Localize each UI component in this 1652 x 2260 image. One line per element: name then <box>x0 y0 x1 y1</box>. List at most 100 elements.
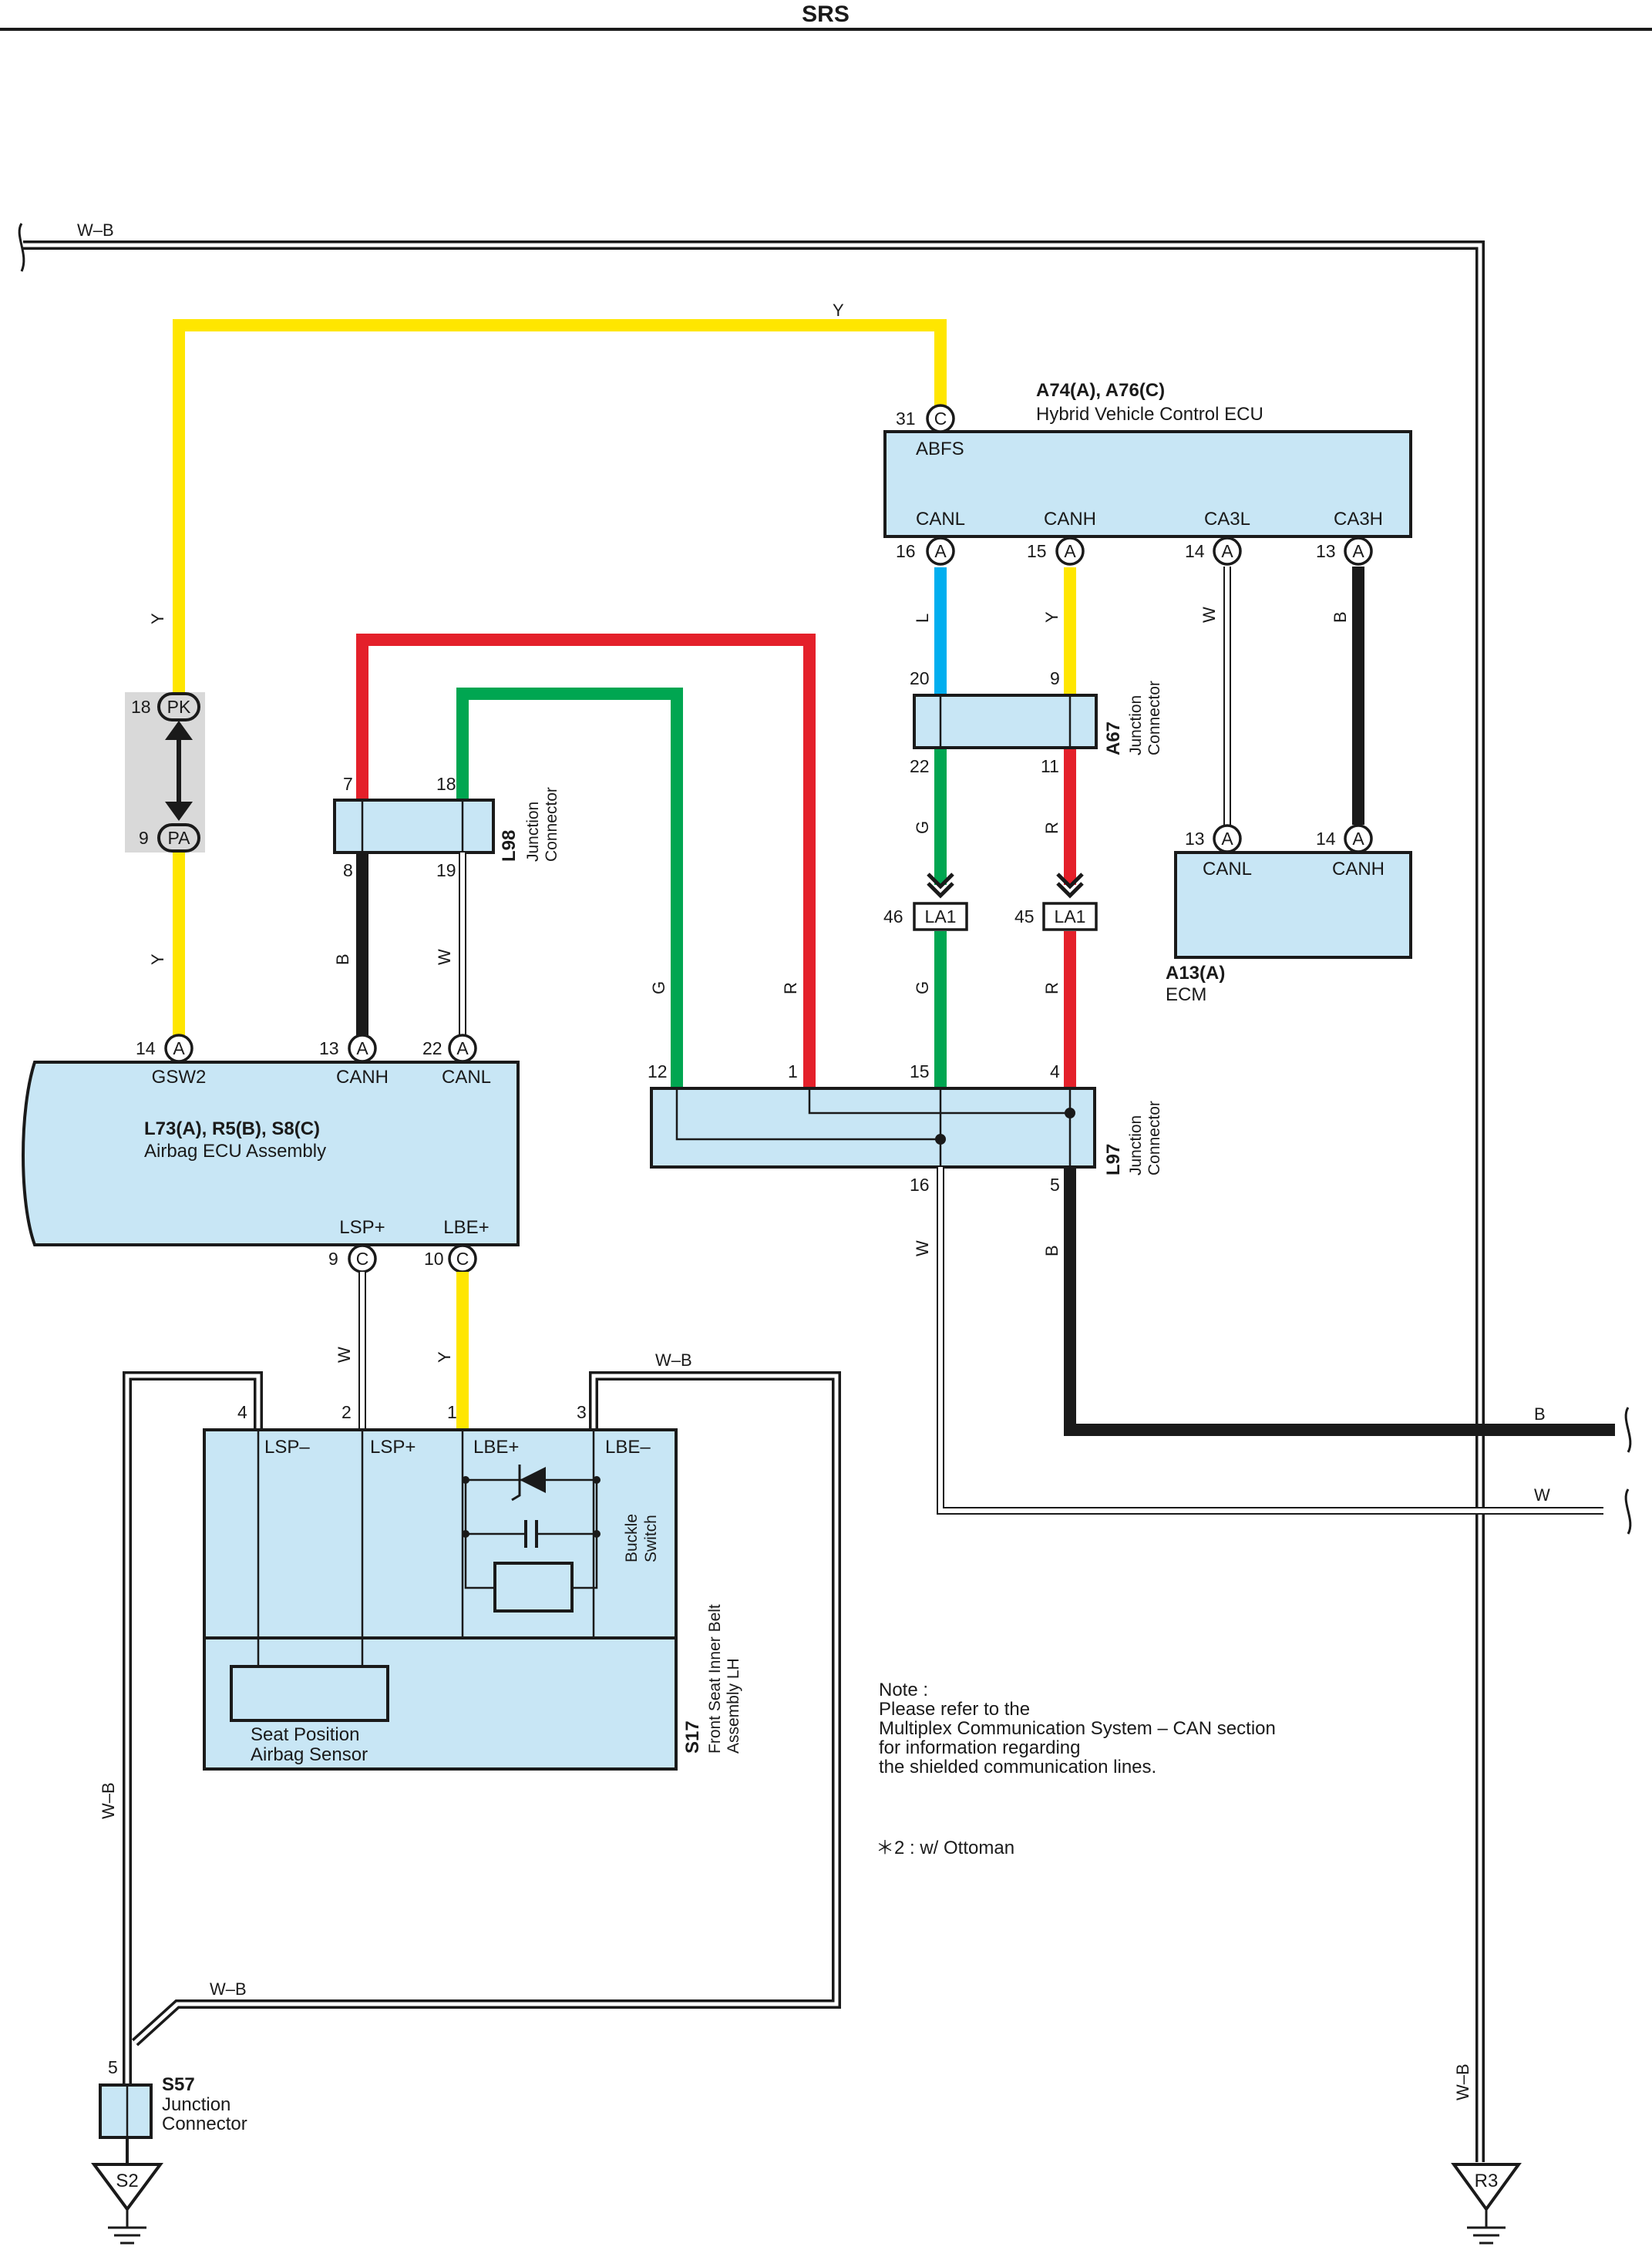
l98-line1: Junction <box>524 802 542 862</box>
zener-diode-icon <box>520 1467 546 1493</box>
belt-lbe-plus: LBE+ <box>473 1437 519 1458</box>
a67-pin9: 9 <box>1050 668 1060 688</box>
belt-line1: Front Seat Inner Belt <box>706 1604 724 1754</box>
hv-ecu-ca3h: CA3H <box>1334 509 1383 530</box>
a67-pin11: 11 <box>1041 756 1059 776</box>
sensor-line2: Airbag Sensor <box>251 1744 368 1765</box>
note-line-4: the shielded communication lines. <box>879 1757 1156 1777</box>
ground-s2-icon <box>91 2137 163 2245</box>
r-la1-label: R <box>1042 982 1062 994</box>
g-mid-label: G <box>649 981 668 994</box>
note-line-3: for information regarding <box>879 1737 1080 1758</box>
belt-lsp-minus: LSP– <box>264 1437 310 1458</box>
hv-ecu-ref: A74(A), A76(C) <box>1036 380 1165 401</box>
s57-line2: Connector <box>162 2114 247 2134</box>
belt-pin4: 4 <box>237 1402 247 1422</box>
ecm-canl-conn: A <box>1221 829 1233 849</box>
la1-right-label: LA1 <box>1055 906 1086 927</box>
airbag-pin14-conn: A <box>173 1038 185 1058</box>
belt-ref: S17 <box>682 1720 703 1754</box>
b-out-label: B <box>1534 1404 1546 1424</box>
airbag-pin10-conn: C <box>456 1249 469 1269</box>
hv-ecu-canh: CANH <box>1044 509 1096 530</box>
l98-pin19: 19 <box>436 860 456 880</box>
belt-lsp-plus: LSP+ <box>370 1437 416 1458</box>
airbag-pin9-conn: C <box>356 1249 369 1269</box>
hv-ecu-pins <box>926 404 1373 566</box>
ecm-pin13: 13 <box>1185 829 1205 849</box>
belt-pin3: 3 <box>577 1402 587 1422</box>
hv-pin16: 16 <box>896 541 916 561</box>
r-mid-label: R <box>781 982 800 994</box>
l97-line1: Junction <box>1127 1115 1145 1175</box>
ecm-canh: CANH <box>1332 859 1385 879</box>
l97-pin4: 4 <box>1050 1061 1060 1081</box>
w-out-vert-label: W <box>913 1240 932 1256</box>
wb-left-label: W–B <box>99 1782 118 1819</box>
w-l98-label: W <box>435 949 454 965</box>
hv-canh-conn: A <box>1064 541 1076 561</box>
wire-red-r-airbag <box>356 634 816 1088</box>
hv-ecu-ca3l: CA3L <box>1204 509 1250 530</box>
belt-line2: Assembly LH <box>725 1658 742 1754</box>
wb-top-label: W–B <box>77 220 114 240</box>
wb-top-line <box>18 223 1485 2162</box>
b-out-vert-label: B <box>1042 1245 1062 1256</box>
hv-pin31: 31 <box>896 409 916 429</box>
note-line-2: Multiplex Communication System – CAN sec… <box>879 1718 1276 1739</box>
w-out-label: W <box>1534 1485 1550 1505</box>
w-lsp-label: W <box>335 1347 354 1363</box>
airbag-pin9: 9 <box>328 1249 338 1269</box>
l98-ref: L98 <box>499 830 520 862</box>
a67-ref: A67 <box>1103 721 1124 755</box>
pa-pin: 9 <box>139 828 149 848</box>
ground-s2-label: S2 <box>116 2171 138 2191</box>
hv-canl-conn: A <box>934 541 947 561</box>
hv-pin13: 13 <box>1316 541 1336 561</box>
y-lbe-label: Y <box>435 1351 454 1363</box>
a67-line1: Junction <box>1127 695 1145 755</box>
hv-ecu-abfs: ABFS <box>916 439 964 459</box>
airbag-canl: CANL <box>442 1067 491 1088</box>
hv-ca3l-conn: A <box>1221 541 1233 561</box>
l97-line2: Connector <box>1146 1101 1163 1175</box>
g-a67-label: G <box>913 821 932 834</box>
airbag-pin13: 13 <box>319 1038 339 1058</box>
g-la1-label: G <box>913 981 932 994</box>
pa-label: PA <box>168 828 191 848</box>
seat-position-sensor <box>230 1665 389 1722</box>
note-line-0: Note : <box>879 1680 928 1700</box>
y-left-lower-label: Y <box>148 953 167 965</box>
buckle-switch-network <box>462 1465 601 1613</box>
airbag-pin13-conn: A <box>356 1038 368 1058</box>
s57-pin5: 5 <box>108 2057 118 2077</box>
hybrid-vehicle-control-ecu <box>883 430 1412 538</box>
a67-pin22: 22 <box>910 756 930 776</box>
airbag-lbe: LBE+ <box>443 1217 489 1238</box>
l98-line2: Connector <box>543 787 560 862</box>
note-block: Note : Please refer to the Multiplex Com… <box>876 1680 1276 1858</box>
hv-ecu-name: Hybrid Vehicle Control ECU <box>1036 404 1263 425</box>
y-top-label: Y <box>833 301 844 320</box>
pk-pa-connector <box>125 692 205 853</box>
note-line-1: Please refer to the <box>879 1699 1030 1720</box>
la1-connectors <box>913 873 1098 931</box>
airbag-pin14: 14 <box>136 1038 156 1058</box>
airbag-pin22-conn: A <box>456 1038 469 1058</box>
la1-pin45: 45 <box>1014 906 1035 927</box>
b-out-break-icon <box>1624 1407 1632 1453</box>
ecm-ref: A13(A) <box>1166 963 1225 984</box>
airbag-ref: L73(A), R5(B), S8(C) <box>144 1118 320 1139</box>
wb-belt-label: W–B <box>655 1350 692 1370</box>
airbag-name: Airbag ECU Assembly <box>144 1141 326 1162</box>
buckle-line2: Switch <box>642 1515 660 1562</box>
l98-junction-connector <box>333 799 495 854</box>
wire-green-g-airbag <box>456 688 683 1088</box>
hv-ecu-canl: CANL <box>916 509 965 530</box>
ecm-canl: CANL <box>1203 859 1252 879</box>
s57-line1: Junction <box>162 2094 230 2115</box>
ecm-canh-conn: A <box>1352 829 1364 849</box>
l98-pin18: 18 <box>436 774 456 794</box>
hv-pin15: 15 <box>1027 541 1047 561</box>
